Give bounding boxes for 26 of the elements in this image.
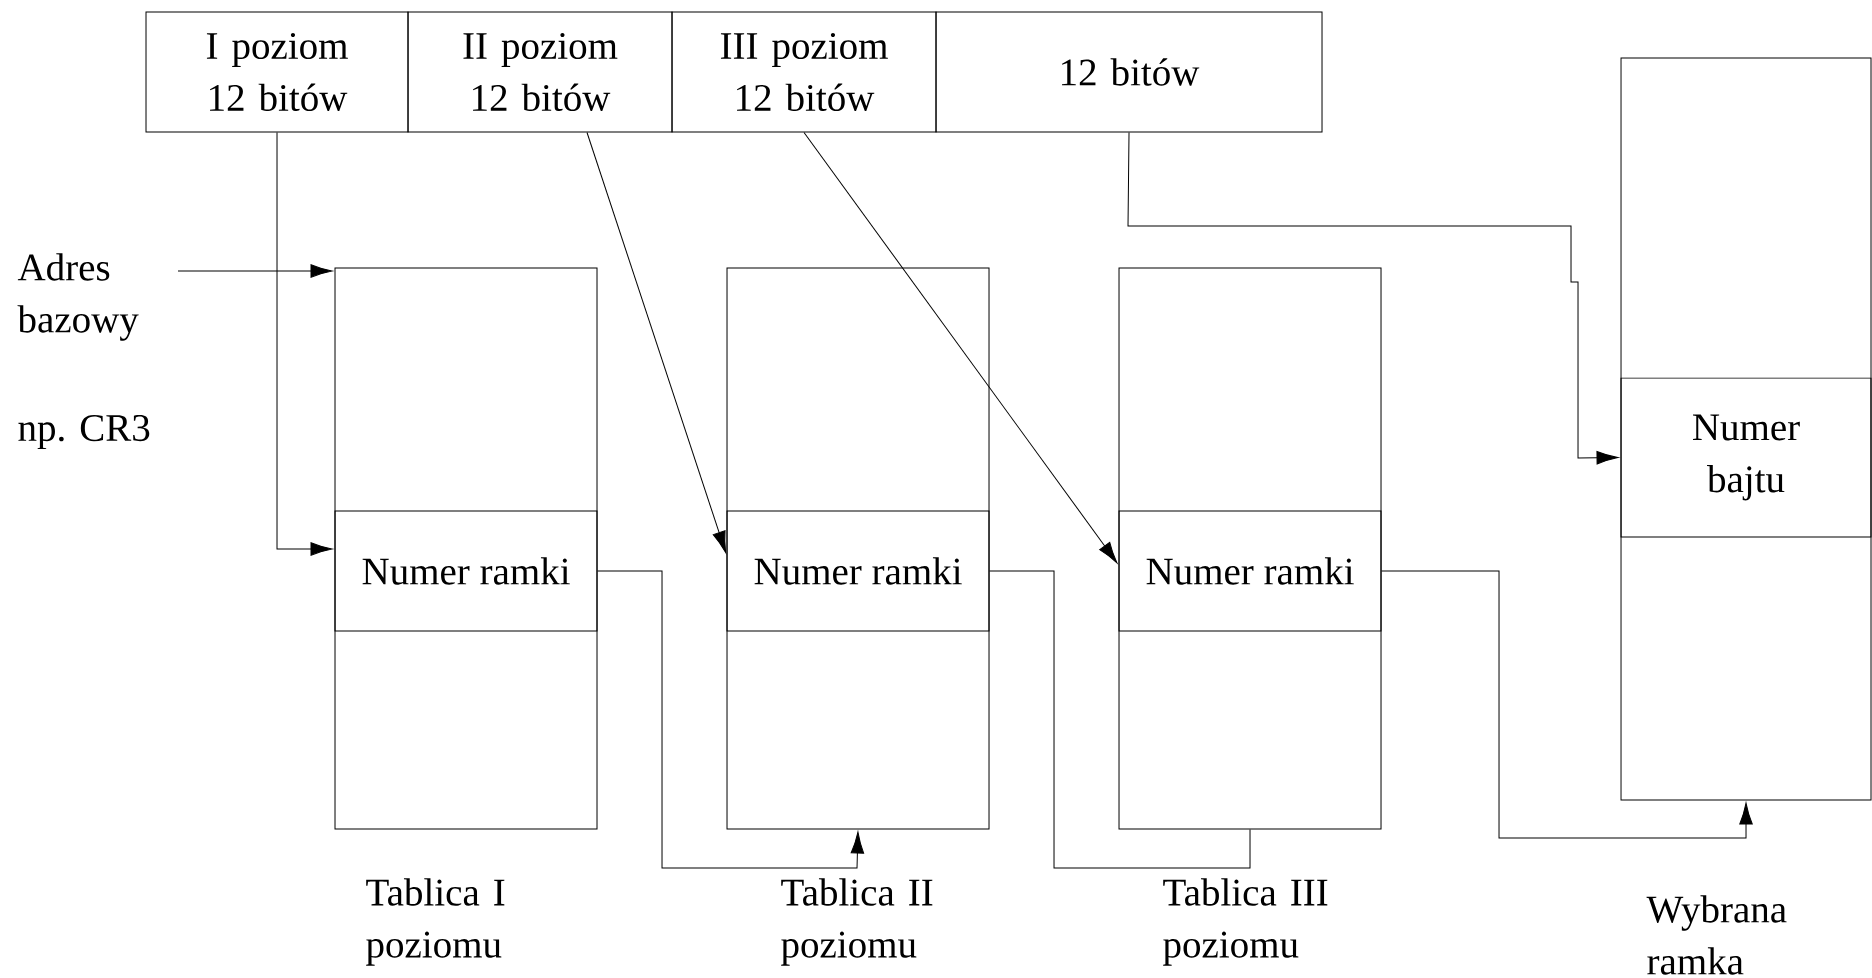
- table-row: Numer bajtu: [1620, 377, 1872, 538]
- table-caption: Tablica I poziomu: [366, 878, 505, 966]
- table-row: Numer ramki: [334, 510, 598, 632]
- connector-line: [989, 570, 1251, 869]
- note-text: np. CR3: [18, 414, 150, 450]
- arrow: [1381, 570, 1753, 839]
- table-box: [334, 267, 598, 830]
- arrow: [803, 132, 1118, 564]
- arrow: [276, 132, 333, 556]
- arrow: [597, 570, 865, 869]
- table-row: Numer ramki: [726, 510, 990, 632]
- table-caption: Wybrana ramka: [1646, 895, 1787, 975]
- address-field-box: II poziom 12 bitów: [407, 11, 673, 133]
- arrow: [586, 132, 727, 553]
- table-box: [726, 267, 990, 830]
- arrow: [1127, 132, 1619, 465]
- table-caption: Tablica II poziomu: [781, 878, 933, 966]
- address-field-box: I poziom 12 bitów: [145, 11, 409, 133]
- table-box: [1118, 267, 1382, 830]
- address-field-box: III poziom 12 bitów: [671, 11, 937, 133]
- address-field-box: 12 bitów: [935, 11, 1323, 133]
- arrow: [177, 264, 333, 278]
- table-caption: Tablica III poziomu: [1163, 878, 1328, 966]
- table-row: Numer ramki: [1118, 510, 1382, 632]
- base-address-label: Adres bazowy: [17, 253, 139, 341]
- frame-box: [1620, 57, 1872, 801]
